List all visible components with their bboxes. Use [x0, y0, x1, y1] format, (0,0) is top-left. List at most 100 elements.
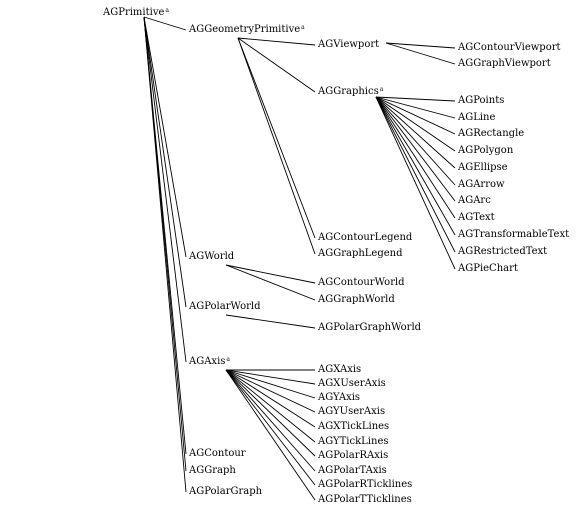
node-label: AGContour	[189, 448, 246, 459]
edge-ag-axis-to-agy-axis	[225, 369, 316, 399]
edge-ag-graphics-to-ag-arrow	[375, 96, 456, 186]
node-label: AGRectangle	[458, 128, 525, 139]
node-label: AGPoints	[458, 95, 505, 106]
node-ag-contour-legend: AGContourLegend	[318, 232, 412, 244]
node-ag-polar-t-ticklines: AGPolarTTicklines	[318, 494, 412, 506]
edge-ag-axis-to-ag-polar-t-ticklines	[225, 369, 316, 501]
node-ag-graph-world: AGGraphWorld	[318, 294, 395, 306]
node-label: AGAxis	[189, 356, 226, 367]
edge-ag-axis-to-ag-polar-r-axis	[225, 369, 316, 457]
node-label: AGGeometryPrimitive	[189, 24, 301, 35]
node-ag-transformable-text: AGTransformableText	[458, 229, 569, 241]
node-label: AGContourWorld	[318, 277, 405, 288]
node-agx-user-axis: AGXUserAxis	[318, 378, 386, 390]
edge-ag-graphics-to-ag-ellipse	[375, 96, 456, 169]
node-ag-restricted-text: AGRestrictedText	[458, 246, 547, 258]
edge-ag-graphics-to-ag-pie-chart	[375, 96, 456, 270]
edge-ag-primitive-to-ag-geometry-primitive	[143, 16, 187, 31]
node-ag-contour-viewport: AGContourViewport	[458, 42, 561, 54]
node-ag-polar-t-axis: AGPolarTAxis	[318, 465, 387, 477]
node-agy-axis: AGYAxis	[318, 392, 360, 404]
node-ag-primitive: AGPrimitivea	[103, 7, 169, 19]
node-ag-geometry-primitive: AGGeometryPrimitivea	[189, 24, 305, 36]
edge-ag-polar-world-to-ag-polar-graph-world	[225, 314, 316, 329]
edge-ag-axis-to-ag-polar-t-axis	[225, 369, 316, 472]
abstract-mark: a	[379, 86, 384, 93]
node-label: AGPolarGraph	[189, 486, 263, 497]
node-label: AGPolygon	[458, 145, 514, 156]
node-agx-tick-lines: AGXTickLines	[318, 421, 389, 433]
node-label: AGArc	[458, 195, 491, 206]
node-label: AGGraphViewport	[458, 58, 551, 69]
node-label: AGEllipse	[458, 162, 508, 173]
node-label: AGGraphWorld	[318, 294, 395, 305]
node-label: AGPolarRTicklines	[318, 479, 413, 490]
edge-ag-primitive-to-ag-world	[143, 16, 187, 258]
node-ag-graphics: AGGraphicsa	[318, 86, 383, 98]
edge-ag-graphics-to-ag-polygon	[375, 96, 456, 152]
edge-ag-axis-to-agy-user-axis	[225, 369, 316, 413]
node-label: AGGraphLegend	[318, 248, 403, 259]
node-label: AGPieChart	[458, 263, 518, 274]
edge-ag-graphics-to-ag-line	[375, 96, 456, 119]
node-ag-contour: AGContour	[189, 448, 246, 460]
node-label: AGYUserAxis	[318, 406, 386, 417]
node-ag-polar-graph-world: AGPolarGraphWorld	[318, 322, 421, 334]
node-ag-polar-r-axis: AGPolarRAxis	[318, 450, 388, 462]
node-label: AGXTickLines	[318, 421, 390, 432]
node-label: AGContourLegend	[318, 232, 413, 243]
node-label: AGContourViewport	[458, 42, 561, 53]
edge-ag-primitive-to-ag-axis	[143, 16, 187, 363]
edge-ag-axis-to-agx-user-axis	[225, 369, 316, 385]
node-ag-graph: AGGraph	[189, 465, 236, 477]
node-ag-world: AGWorld	[189, 251, 234, 263]
node-label: AGPolarWorld	[189, 301, 261, 312]
edge-ag-geometry-primitive-to-ag-contour-legend	[237, 37, 316, 239]
edge-ag-primitive-to-ag-polar-graph	[143, 16, 187, 493]
node-ag-pie-chart: AGPieChart	[458, 263, 518, 275]
edge-ag-graphics-to-ag-points	[375, 96, 456, 102]
node-ag-polygon: AGPolygon	[458, 145, 513, 157]
node-ag-polar-r-ticklines: AGPolarRTicklines	[318, 479, 412, 491]
node-label: AGXUserAxis	[318, 378, 386, 389]
node-label: AGPolarGraphWorld	[318, 322, 422, 333]
edge-ag-axis-to-agx-tick-lines	[225, 369, 316, 428]
node-label: AGText	[458, 212, 495, 223]
node-agy-user-axis: AGYUserAxis	[318, 406, 385, 418]
edge-ag-world-to-ag-contour-world	[225, 264, 316, 284]
node-ag-arc: AGArc	[458, 195, 491, 207]
node-agy-tick-lines: AGYTickLines	[318, 436, 389, 448]
edge-ag-primitive-to-ag-polar-world	[143, 16, 187, 308]
node-agx-axis: AGXAxis	[318, 364, 361, 376]
node-label: AGArrow	[458, 179, 505, 190]
edge-ag-geometry-primitive-to-ag-graphics	[237, 37, 316, 93]
node-ag-graph-legend: AGGraphLegend	[318, 248, 403, 260]
node-ag-polar-graph: AGPolarGraph	[189, 486, 262, 498]
edge-ag-graphics-to-ag-rectangle	[375, 96, 456, 135]
node-ag-polar-world: AGPolarWorld	[189, 301, 261, 313]
node-label: AGPrimitive	[103, 7, 165, 18]
node-ag-graph-viewport: AGGraphViewport	[458, 58, 551, 70]
node-ag-rectangle: AGRectangle	[458, 128, 524, 140]
node-ag-contour-world: AGContourWorld	[318, 277, 405, 289]
node-label: AGLine	[458, 112, 496, 123]
node-label: AGYAxis	[318, 392, 361, 403]
node-label: AGXAxis	[318, 364, 362, 375]
node-label: AGGraph	[189, 465, 236, 476]
node-label: AGRestrictedText	[458, 246, 548, 257]
abstract-mark: a	[301, 24, 305, 31]
edge-ag-world-to-ag-graph-world	[225, 264, 316, 301]
node-label: AGViewport	[318, 39, 380, 50]
node-ag-text: AGText	[458, 212, 495, 224]
node-label: AGTransformableText	[458, 229, 570, 240]
edge-ag-geometry-primitive-to-ag-graph-legend	[237, 37, 316, 255]
edge-ag-graphics-to-ag-restricted-text	[375, 96, 456, 253]
edge-ag-axis-to-ag-polar-r-ticklines	[225, 369, 316, 486]
node-ag-viewport: AGViewport	[318, 39, 379, 51]
node-ag-points: AGPoints	[458, 95, 504, 107]
edge-ag-axis-to-agy-tick-lines	[225, 369, 316, 443]
node-ag-arrow: AGArrow	[458, 179, 505, 191]
abstract-mark: a	[165, 7, 169, 14]
